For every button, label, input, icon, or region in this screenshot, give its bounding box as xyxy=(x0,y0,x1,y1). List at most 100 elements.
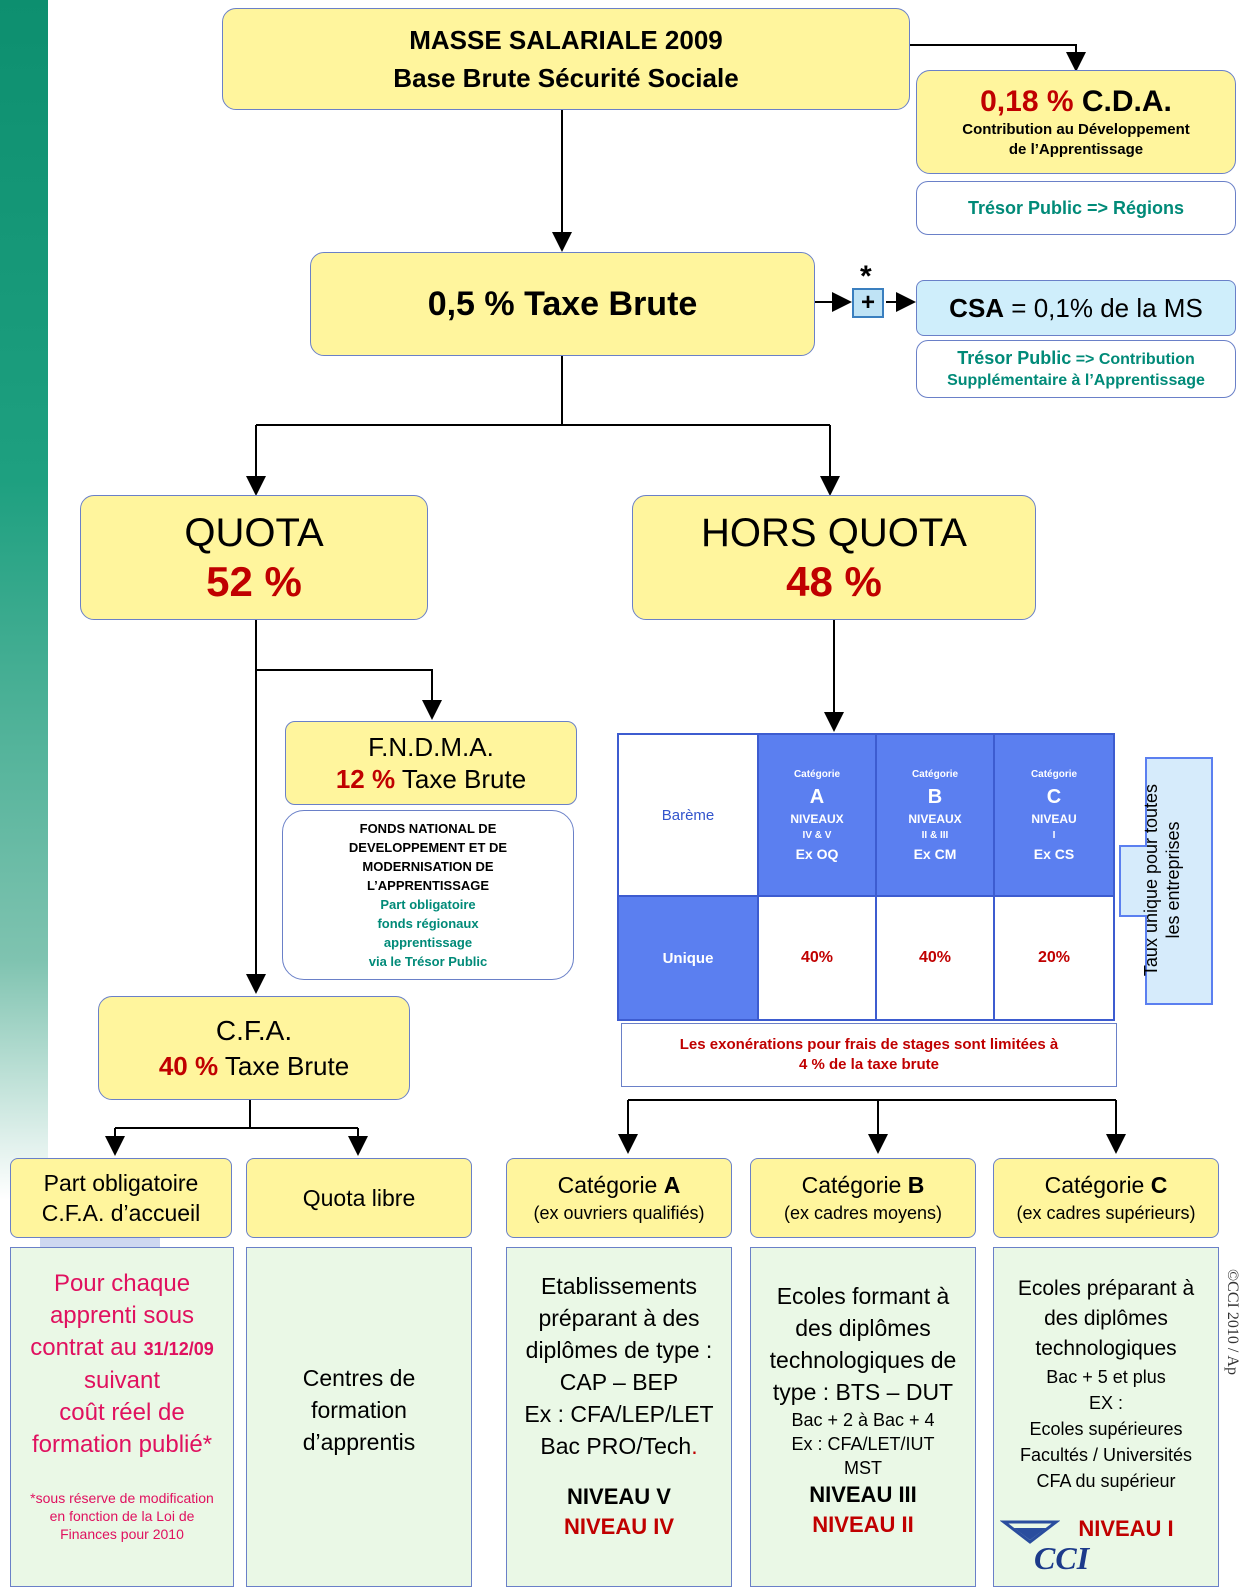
po-line3: contrat au 31/12/09 xyxy=(30,1332,213,1365)
cat-a-header: Catégorie A (ex ouvriers qualifiés) xyxy=(506,1158,732,1238)
cat-a-line1: Etablissements xyxy=(541,1273,697,1299)
taxe-brute-box: 0,5 % Taxe Brute xyxy=(310,252,815,356)
cat-b-title-pre: Catégorie xyxy=(801,1172,908,1198)
col-b-header: Catégorie B NIVEAUX II & III Ex CM xyxy=(877,735,995,897)
col-c-value: 20% xyxy=(1037,949,1071,966)
cat-c-niv1: NIVEAU I xyxy=(1078,1516,1174,1541)
col-b-ex: Ex CM xyxy=(913,846,957,862)
cat-b-line2: des diplômes xyxy=(795,1315,931,1341)
fndma-desc-3: MODERNISATION DE xyxy=(362,859,494,874)
cat-a-subtitle: (ex ouvriers qualifiés) xyxy=(533,1203,705,1223)
po-line3a: contrat au xyxy=(30,1334,144,1361)
masse-salariale-box: MASSE SALARIALE 2009 Base Brute Sécurité… xyxy=(222,8,910,110)
col-b-value: 40% xyxy=(918,949,952,966)
fndma-desc-box: FONDS NATIONAL DE DEVELOPPEMENT ET DE MO… xyxy=(282,810,574,980)
col-a-value: 40% xyxy=(800,949,834,966)
unique-label-cell: Unique xyxy=(619,897,759,1019)
po-line5: coût réel de xyxy=(59,1399,185,1426)
cat-b-line4: type : BTS – DUT xyxy=(772,1379,954,1405)
col-a-value-cell: 40% xyxy=(759,897,877,1019)
cfa-pct-line: 40 % Taxe Brute xyxy=(159,1049,349,1083)
cat-a-letter: A xyxy=(663,1172,681,1198)
col-c-header: Catégorie C NIVEAU I Ex CS xyxy=(995,735,1113,897)
exoneration-line1: Les exonérations pour frais de stages so… xyxy=(679,1036,1059,1053)
cda-pct: 0,18 % xyxy=(980,85,1074,118)
cat-b-body: Ecoles formant à des diplômes technologi… xyxy=(750,1247,976,1587)
cat-b-subtitle: (ex cadres moyens) xyxy=(783,1203,943,1223)
cat-c-title: Catégorie C xyxy=(1045,1170,1168,1200)
col-a-niv: NIVEAUX xyxy=(790,812,844,826)
fndma-desc-4: L’APPRENTISSAGE xyxy=(366,878,490,893)
fndma-desc-2: DEVELOPPEMENT ET DE xyxy=(348,840,508,855)
quota-libre-body: Centres de formation d’apprentis xyxy=(246,1247,472,1587)
cat-a-line6: Bac PRO/Tech. xyxy=(540,1430,697,1462)
plus-icon: + xyxy=(860,289,875,316)
ql-line2: formation xyxy=(311,1397,407,1423)
cci-logo: CCI xyxy=(1000,1518,1090,1578)
cfa-suffix: Taxe Brute xyxy=(218,1051,350,1081)
cat-b-line3: technologiques de xyxy=(769,1347,957,1373)
part-obligatoire-body: Pour chaque apprenti sous contrat au 31/… xyxy=(10,1247,234,1587)
cat-c-small1: Bac + 5 et plus xyxy=(1046,1367,1166,1387)
cat-a-body: Etablissements préparant à des diplômes … xyxy=(506,1247,732,1587)
cat-c-title-pre: Catégorie xyxy=(1044,1172,1151,1198)
side-note-arrow xyxy=(1119,757,1213,1005)
csa-box: CSA = 0,1% de la MS xyxy=(916,280,1236,336)
hors-quota-pct: 48 % xyxy=(786,557,882,605)
hors-quota-box: HORS QUOTA 48 % xyxy=(632,495,1036,620)
po-date: 31/12/09 xyxy=(143,1339,214,1359)
exoneration-line2: 4 % de la taxe brute xyxy=(798,1056,940,1073)
col-b-value-cell: 40% xyxy=(877,897,995,1019)
cat-b-niv2: NIVEAU II xyxy=(812,1512,914,1537)
quota-label: QUOTA xyxy=(184,510,324,555)
ql-line1: Centres de xyxy=(302,1365,416,1391)
cat-c-line3: technologiques xyxy=(1035,1337,1177,1360)
cat-a-line6-dot: . xyxy=(691,1433,698,1459)
csa-destination-box: Trésor Public => Contribution Supplément… xyxy=(916,340,1236,398)
csa-bold: CSA xyxy=(949,292,1005,323)
cda-title: 0,18 % C.D.A. xyxy=(980,84,1172,120)
quota-box: QUOTA 52 % xyxy=(80,495,428,620)
left-decorative-strip xyxy=(0,0,48,1200)
csa-dest-rest: => Contribution xyxy=(1071,351,1195,368)
cat-c-header: Catégorie C (ex cadres supérieurs) xyxy=(993,1158,1219,1238)
cda-destination-box: Trésor Public => Régions xyxy=(916,181,1236,235)
cat-a-niv1: NIVEAU V xyxy=(567,1484,671,1509)
csa-rest: = 0,1% de la MS xyxy=(1004,292,1203,323)
cat-a-title: Catégorie A xyxy=(558,1170,681,1200)
cci-logo-text: CCI xyxy=(1034,1540,1090,1576)
margin-copyright-text: ©CCI 2010 / Ap xyxy=(1224,1269,1241,1375)
cat-c-small2: EX : xyxy=(1088,1393,1123,1413)
part-obligatoire-title2: C.F.A. d’accueil xyxy=(41,1200,201,1226)
col-b-cat: Catégorie xyxy=(911,769,959,780)
csa-destination-line2: Supplémentaire à l’Apprentissage xyxy=(947,372,1205,389)
po-note1: *sous réserve de modification xyxy=(30,1490,214,1506)
asterisk-mark: * xyxy=(860,260,872,293)
cat-b-niv1: NIVEAU III xyxy=(809,1482,917,1507)
col-c-ex: Ex CS xyxy=(1033,846,1075,862)
side-note-line2: les entreprises xyxy=(1163,821,1183,939)
cda-label: C.D.A. xyxy=(1081,85,1172,118)
unique-label: Unique xyxy=(662,949,714,967)
cat-c-small5: CFA du supérieur xyxy=(1036,1471,1176,1491)
fndma-desc-1: FONDS NATIONAL DE xyxy=(359,821,497,836)
csa-destination-line1: Trésor Public => Contribution xyxy=(957,347,1195,371)
cat-a-line4: CAP – BEP xyxy=(559,1369,679,1395)
cda-box: 0,18 % C.D.A. Contribution au Développem… xyxy=(916,70,1236,174)
fndma-teal-1: Part obligatoire xyxy=(380,897,476,912)
col-c-cat: Catégorie xyxy=(1030,769,1078,780)
col-c-value-cell: 20% xyxy=(995,897,1113,1019)
col-a-cat: Catégorie xyxy=(793,769,841,780)
cat-b-letter: B xyxy=(907,1172,925,1198)
cci-logo-icon xyxy=(1000,1520,1060,1544)
col-b-niv: NIVEAUX xyxy=(908,812,962,826)
cda-desc-1: Contribution au Développement xyxy=(962,121,1190,138)
quota-libre-title: Quota libre xyxy=(302,1184,416,1211)
fndma-teal-4: via le Trésor Public xyxy=(368,954,488,969)
cat-c-line1: Ecoles préparant à xyxy=(1017,1277,1195,1300)
cat-b-title: Catégorie B xyxy=(802,1170,925,1200)
bareme-table: Barème Catégorie A NIVEAUX IV & V Ex OQ … xyxy=(617,733,1115,1021)
fndma-teal-2: fonds régionaux xyxy=(377,916,479,931)
quota-libre-header: Quota libre xyxy=(246,1158,472,1238)
